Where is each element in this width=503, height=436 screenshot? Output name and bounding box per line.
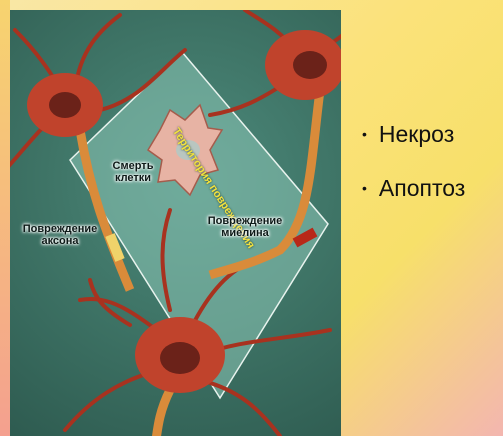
- bullet-list: • Некроз • Апоптоз: [362, 120, 502, 228]
- axon-damage-label: Повреждение аксона: [20, 223, 100, 247]
- cell-death-label: Смерть клетки: [98, 160, 168, 184]
- axon-bottom: [156, 390, 170, 436]
- nucleus-top-right: [293, 51, 327, 79]
- neuron-illustration: Территория повреждения Смерть клетки Пов…: [10, 10, 341, 436]
- myelin-damage-label: Повреждение миелина: [200, 215, 290, 239]
- nucleus-top-left: [49, 92, 81, 118]
- bullet-dot-icon: •: [362, 174, 367, 202]
- bullet-item-apoptosis: • Апоптоз: [362, 174, 502, 202]
- bullet-text: Апоптоз: [379, 174, 465, 202]
- bullet-item-necrosis: • Некроз: [362, 120, 502, 148]
- left-accent-strip: [0, 0, 10, 436]
- bullet-text: Некроз: [379, 120, 454, 148]
- bullet-dot-icon: •: [362, 120, 367, 148]
- nucleus-bottom: [160, 342, 200, 374]
